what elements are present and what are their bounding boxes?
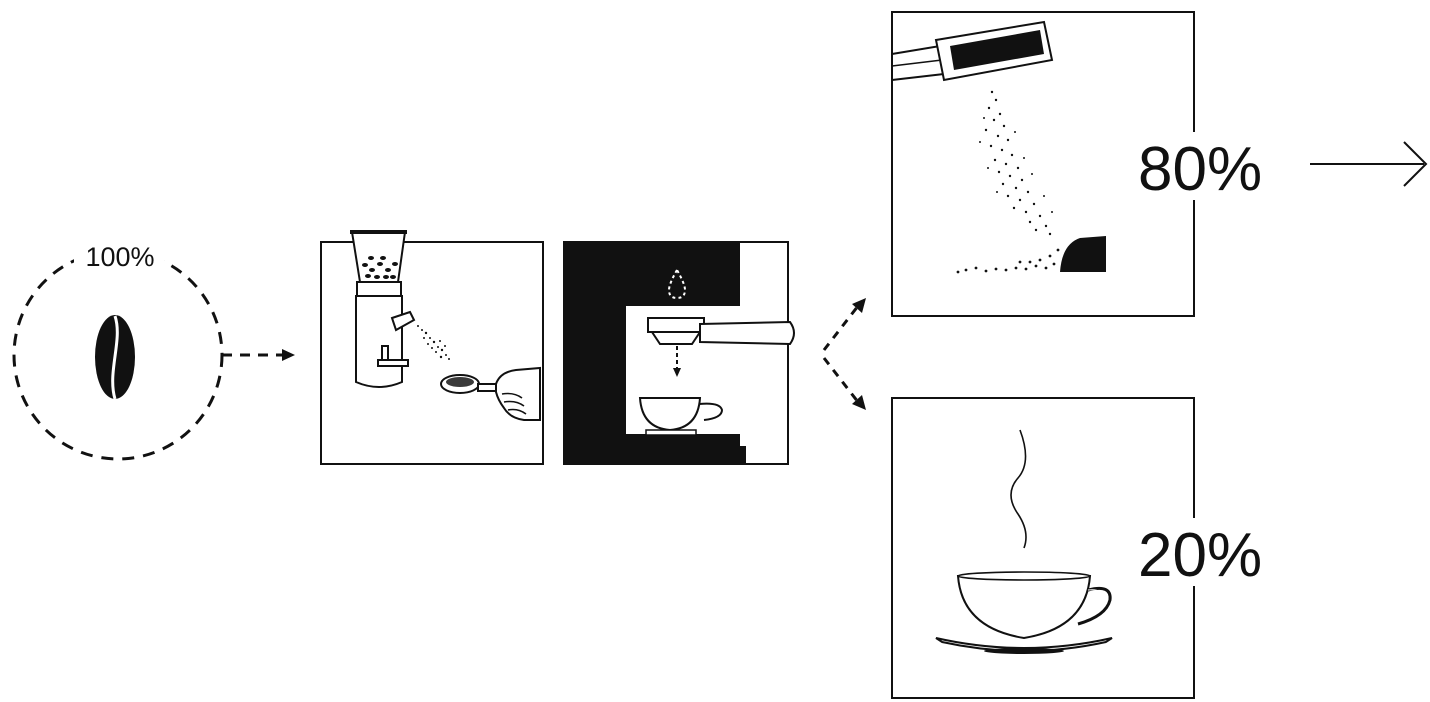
whole-bean-percent-label: 100% — [85, 242, 154, 272]
teacup-icon — [956, 571, 1112, 640]
whole-bean-stage: 100% — [12, 238, 295, 461]
grinder-panel-frame — [320, 241, 544, 465]
spent-grounds-label-backdrop — [1128, 132, 1278, 200]
grinder-panel — [320, 230, 544, 465]
split-arrows — [822, 298, 866, 410]
hand-icon — [495, 366, 541, 421]
coffee-grounds-icon — [956, 90, 1106, 274]
knock-box-portafilter-icon — [891, 20, 1054, 82]
espresso-cup-icon — [638, 397, 724, 436]
saucer-icon — [935, 637, 1113, 654]
brewed-cup-panel: 20% — [891, 397, 1278, 699]
espresso-drip — [673, 346, 681, 377]
continue-arrow — [1310, 141, 1428, 187]
coffee-bean-icon — [95, 315, 135, 400]
brewed-cup-percent-label: 20% — [1138, 521, 1262, 590]
espresso-machine-panel — [563, 241, 866, 465]
brewed-cup-label-backdrop — [1128, 518, 1278, 586]
portafilter-icon — [440, 374, 505, 394]
ground-coffee-spray — [417, 325, 450, 360]
steam-icon — [1010, 429, 1027, 549]
arrow-to-grinder — [222, 349, 295, 361]
percent-label-backdrop — [74, 238, 164, 274]
spent-grounds-percent-label: 80% — [1138, 135, 1262, 204]
coffee-grinder-icon — [350, 230, 416, 388]
spent-grounds-panel: 80% — [891, 11, 1428, 317]
